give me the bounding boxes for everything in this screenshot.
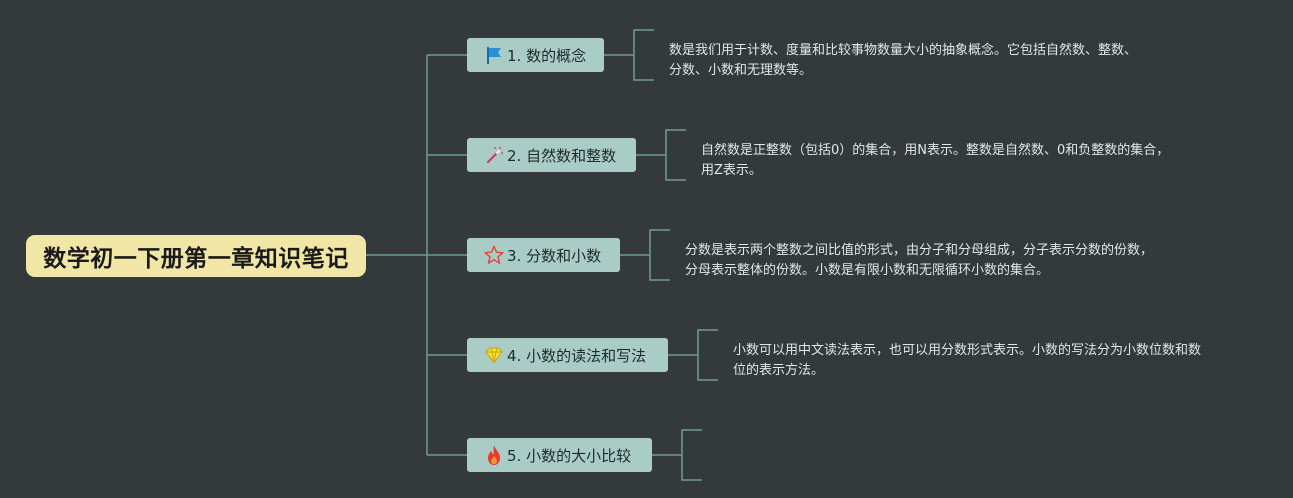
note-connector-5 — [652, 429, 702, 481]
topic-decimal-comparison[interactable]: 5. 小数的大小比较 — [467, 438, 652, 472]
topic-label: 4. 小数的读法和写法 — [507, 346, 647, 365]
note-decimal-reading-writing: 小数可以用中文读法表示，也可以用分数形式表示。小数的写法分为小数位数和数位的表示… — [733, 343, 1202, 378]
note-connector-1 — [604, 29, 654, 81]
note-connector-4 — [668, 329, 718, 381]
topic-fractions-and-decimals[interactable]: 3. 分数和小数 — [467, 238, 620, 272]
central-topic[interactable]: 数学初一下册第一章知识笔记 — [26, 235, 366, 277]
note-number-concept: 数是我们用于计数、度量和比较事物数量大小的抽象概念。它包括自然数、整数、分数、小… — [669, 43, 1138, 78]
central-topic-label: 数学初一下册第一章知识笔记 — [43, 246, 349, 272]
topic-label: 2. 自然数和整数 — [507, 146, 617, 165]
flag-icon — [484, 45, 504, 65]
topic-label: 3. 分数和小数 — [507, 246, 602, 265]
star-icon — [484, 245, 504, 265]
topic-label: 5. 小数的大小比较 — [507, 446, 632, 465]
topic-number-concept[interactable]: 1. 数的概念 — [467, 38, 604, 72]
topic-natural-and-integers[interactable]: 2. 自然数和整数 — [467, 138, 636, 172]
note-fractions-and-decimals: 分数是表示两个整数之间比值的形式，由分子和分母组成，分子表示分数的份数，分母表示… — [685, 243, 1154, 278]
note-connector-3 — [620, 229, 670, 281]
note-natural-and-integers: 自然数是正整数（包括0）的集合，用N表示。整数是自然数、0和负整数的集合，用Z表… — [701, 143, 1170, 178]
diamond-icon — [484, 345, 504, 365]
topic-decimal-reading-writing[interactable]: 4. 小数的读法和写法 — [467, 338, 668, 372]
note-connector-2 — [636, 129, 686, 181]
topic-label: 1. 数的概念 — [507, 46, 587, 65]
magic-wand-icon — [484, 145, 504, 165]
fire-icon — [484, 445, 504, 465]
